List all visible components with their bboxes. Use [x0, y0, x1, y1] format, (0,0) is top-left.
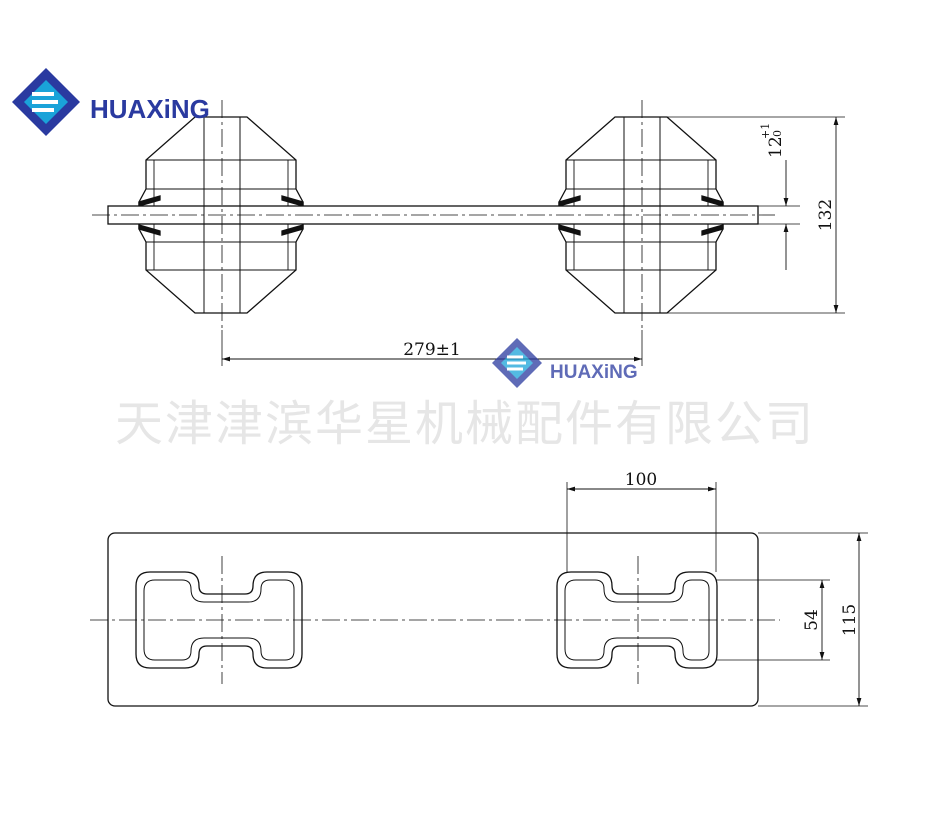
base-plate-plan	[107, 532, 759, 707]
dim-thickness-lower: 0	[771, 130, 784, 137]
side-view	[92, 100, 845, 366]
brand-logo-text: HUAXiNG	[90, 94, 210, 124]
extension-lines-side	[221, 116, 845, 366]
right-i-slot	[556, 571, 718, 669]
watermark-company-name: 天津津滨华星机械配件有限公司	[115, 396, 815, 452]
dim-height-label: 132	[816, 199, 836, 231]
dim-spacing-label: 279±1	[403, 340, 461, 360]
left-insulator-pad	[138, 116, 304, 314]
brand-logo-center: HUAXiNG	[492, 338, 638, 388]
dim-slot-width-label: 100	[625, 470, 657, 490]
plan-view	[90, 482, 868, 707]
dim-thickness-upper: +1	[759, 123, 772, 139]
dim-plate-height-label: 115	[840, 604, 860, 636]
brand-logo-top: HUAXiNG	[12, 68, 210, 136]
brand-logo-icon	[12, 68, 80, 136]
left-i-slot	[135, 571, 303, 669]
dim-slot-height-label: 54	[802, 609, 822, 631]
dim-thickness-base: 12	[766, 136, 786, 158]
extension-lines-plan	[566, 482, 868, 707]
brand-logo-center-text: HUAXiNG	[550, 362, 638, 383]
center-lines-plan	[90, 556, 780, 684]
brand-logo-center-icon	[492, 338, 542, 388]
dim-thickness-label: 12 +1 0	[759, 123, 786, 158]
center-lines-side	[92, 100, 775, 330]
